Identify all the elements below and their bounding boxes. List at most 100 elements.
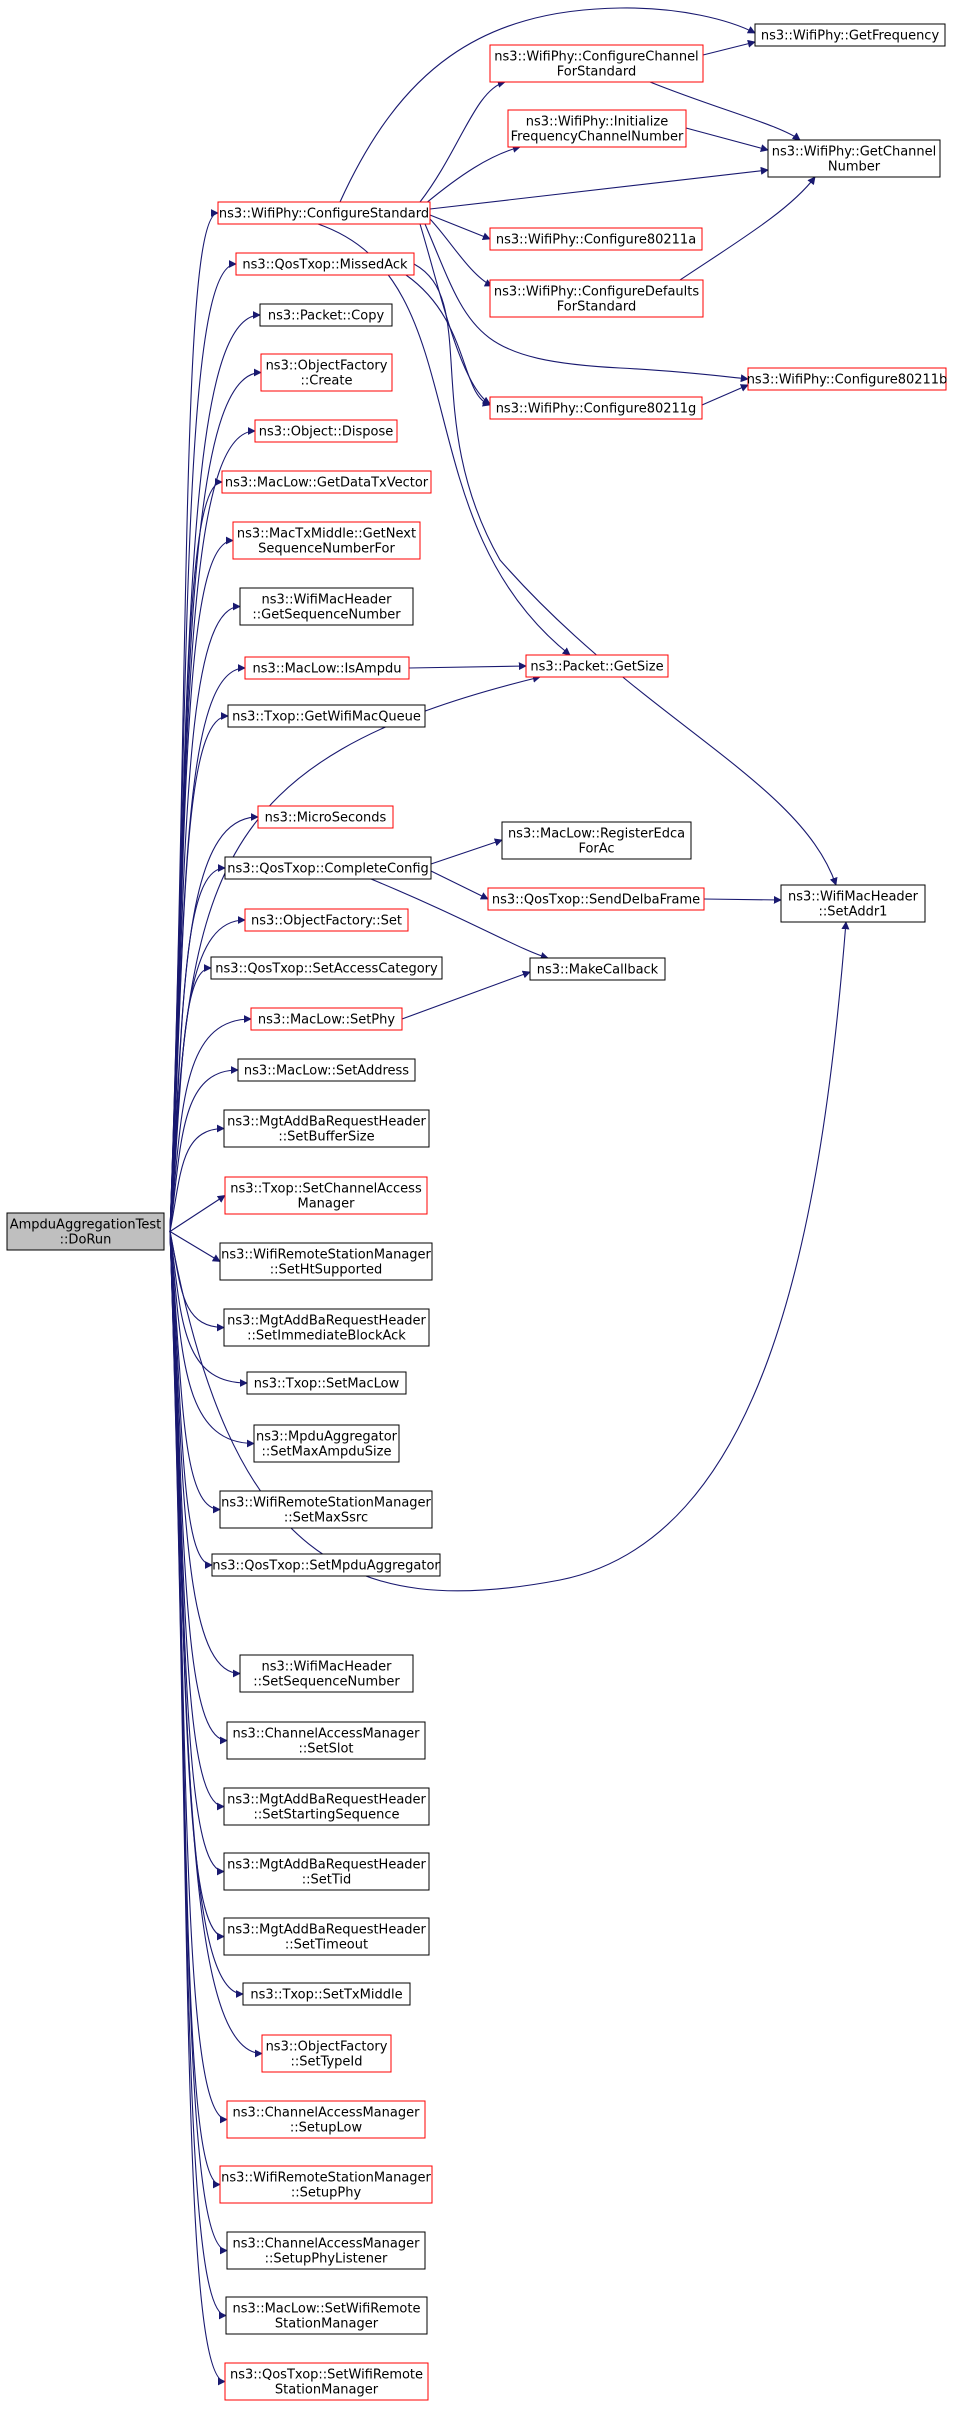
node-label: ::SetMaxAmpduSize [262,1445,392,1460]
node-box [224,2362,429,2401]
node-label: ns3::WifiPhy::Configure80211a [496,233,696,248]
node-label: ns3::MacLow::SetAddress [244,1064,409,1079]
node-is-ampdu[interactable]: ns3::MacLow::IsAmpdu [244,656,410,680]
node-label: ns3::MacTxMiddle::GetNext [237,527,416,542]
edge-root-set_buffer_size [169,1124,225,1232]
node-micro-seconds[interactable]: ns3::MicroSeconds [257,805,394,829]
node-configure-80211b[interactable]: ns3::WifiPhy::Configure80211b [747,367,948,391]
node-set-address[interactable]: ns3::MacLow::SetAddress [237,1058,416,1082]
node-packet-copy[interactable]: ns3::Packet::Copy [259,303,393,327]
node-get-frequency[interactable]: ns3::WifiPhy::GetFrequency [754,23,946,47]
node-label: AmpduAggregationTest [10,1218,161,1233]
node-label: ns3::MakeCallback [537,963,659,978]
node-box [223,1917,430,1956]
node-set-phy[interactable]: ns3::MacLow::SetPhy [250,1007,403,1031]
edge-root-set_channel_access_manager [169,1195,226,1232]
node-label: ::SetMaxSsrc [284,1511,368,1526]
node-get-next-seq[interactable]: ns3::MacTxMiddle::GetNextSequenceNumberF… [232,521,421,560]
edge-cs-80211g [419,223,491,405]
node-make-callback[interactable]: ns3::MakeCallback [529,957,666,981]
node-box [489,279,704,318]
node-set-starting-sequence[interactable]: ns3::MgtAddBaRequestHeader::SetStartingS… [223,1787,430,1826]
node-object-factory-set[interactable]: ns3::ObjectFactory::Set [244,908,409,932]
node-label: ::SetStartingSequence [253,1808,399,1823]
node-box [250,1007,403,1031]
node-label: ns3::WifiPhy::Configure80211b [747,373,948,388]
node-initialize-frequency-channel[interactable]: ns3::WifiPhy::InitializeFrequencyChannel… [507,109,687,148]
node-get-sequence-number[interactable]: ns3::WifiMacHeader::GetSequenceNumber [239,587,414,626]
node-label: ns3::Txop::SetTxMiddle [250,1988,402,2003]
node-set-slot[interactable]: ns3::ChannelAccessManager::SetSlot [226,1721,426,1760]
node-box [237,1058,416,1082]
node-box [225,2296,428,2335]
node-setup-phy[interactable]: ns3::WifiRemoteStationManager::SetupPhy [219,2165,433,2204]
node-packet-get-size[interactable]: ns3::Packet::GetSize [525,654,669,678]
node-box [223,1109,430,1148]
node-box [747,367,947,391]
node-label: ns3::MicroSeconds [265,811,387,826]
node-label: ::GetSequenceNumber [252,608,401,623]
node-box [487,887,705,911]
node-set-ht-supported[interactable]: ns3::WifiRemoteStationManager::SetHtSupp… [219,1242,433,1281]
node-label: Number [828,160,881,175]
node-label: ns3::WifiMacHeader [261,1660,392,1675]
node-setup-low[interactable]: ns3::ChannelAccessManager::SetupLow [226,2100,426,2139]
node-set-sequence-number[interactable]: ns3::WifiMacHeader::SetSequenceNumber [239,1654,414,1693]
node-label: ns3::QosTxop::CompleteConfig [227,862,429,877]
node-box [219,1242,433,1281]
node-label: ::SetAddr1 [819,905,888,920]
node-label: ns3::MgtAddBaRequestHeader [227,1858,426,1873]
node-setup-phy-listener[interactable]: ns3::ChannelAccessManager::SetupPhyListe… [226,2231,426,2270]
node-root[interactable]: AmpduAggregationTest::DoRun [6,1212,165,1251]
node-label: ns3::ChannelAccessManager [233,1727,421,1742]
node-box [489,396,703,420]
node-box [219,2165,433,2204]
edges [169,7,850,2386]
node-label: ::SetupPhy [291,2186,362,2201]
node-set-tx-middle[interactable]: ns3::Txop::SetTxMiddle [242,1982,411,2006]
node-set-buffer-size[interactable]: ns3::MgtAddBaRequestHeader::SetBufferSiz… [223,1109,430,1148]
node-qostxop-set-wifi-remote[interactable]: ns3::QosTxop::SetWifiRemoteStationManage… [224,2362,429,2401]
edge-cs-defaults [429,218,493,287]
node-set-mac-low[interactable]: ns3::Txop::SetMacLow [246,1371,407,1395]
node-set-timeout[interactable]: ns3::MgtAddBaRequestHeader::SetTimeout [223,1917,430,1956]
node-send-delba-frame[interactable]: ns3::QosTxop::SendDelbaFrame [487,887,705,911]
edge-cs-configure-channel [419,80,506,203]
node-label: Manager [298,1197,356,1212]
node-object-factory-create[interactable]: ns3::ObjectFactory::Create [260,353,393,392]
node-set-addr1[interactable]: ns3::WifiMacHeader::SetAddr1 [780,884,926,923]
node-set-immediate-block-ack[interactable]: ns3::MgtAddBaRequestHeader::SetImmediate… [223,1308,430,1347]
node-label: ns3::WifiPhy::Initialize [526,115,668,130]
node-configure-channel-for-standard[interactable]: ns3::WifiPhy::ConfigureChannelForStandar… [489,44,704,83]
node-configure-standard[interactable]: ns3::WifiPhy::ConfigureStandard [217,201,431,225]
node-label: ::SetTypeId [290,2055,362,2070]
node-complete-config[interactable]: ns3::QosTxop::CompleteConfig [224,856,432,880]
node-label: ns3::WifiPhy::ConfigureDefaults [494,285,700,300]
node-label: StationManager [275,2317,379,2332]
node-label: ns3::MacLow::SetPhy [258,1013,395,1028]
node-configure-80211a[interactable]: ns3::WifiPhy::Configure80211a [489,227,703,251]
node-object-dispose[interactable]: ns3::Object::Dispose [254,419,398,443]
node-label: SequenceNumberFor [258,542,395,557]
node-box [242,1982,411,2006]
node-get-wifi-mac-queue[interactable]: ns3::Txop::GetWifiMacQueue [227,704,426,728]
node-set-type-id[interactable]: ns3::ObjectFactory::SetTypeId [261,2034,392,2073]
node-set-tid[interactable]: ns3::MgtAddBaRequestHeader::SetTid [223,1852,430,1891]
node-missed-ack[interactable]: ns3::QosTxop::MissedAck [235,252,415,276]
node-set-max-ssrc[interactable]: ns3::WifiRemoteStationManager::SetMaxSsr… [219,1490,433,1529]
node-set-max-ampdu-size[interactable]: ns3::MpduAggregator::SetMaxAmpduSize [253,1424,400,1463]
node-label: ns3::ObjectFactory [266,359,388,374]
edge-ma-80211g [405,274,491,407]
node-set-mpdu-aggregator[interactable]: ns3::QosTxop::SetMpduAggregator [211,1553,441,1577]
node-set-access-category[interactable]: ns3::QosTxop::SetAccessCategory [210,956,443,980]
node-configure-defaults-for-standard[interactable]: ns3::WifiPhy::ConfigureDefaultsForStanda… [489,279,704,318]
node-label: ns3::MgtAddBaRequestHeader [227,1793,426,1808]
node-get-data-tx-vector[interactable]: ns3::MacLow::GetDataTxVector [221,470,432,494]
node-configure-80211g[interactable]: ns3::WifiPhy::Configure80211g [489,396,703,420]
node-label: ::SetupPhyListener [265,2252,388,2267]
